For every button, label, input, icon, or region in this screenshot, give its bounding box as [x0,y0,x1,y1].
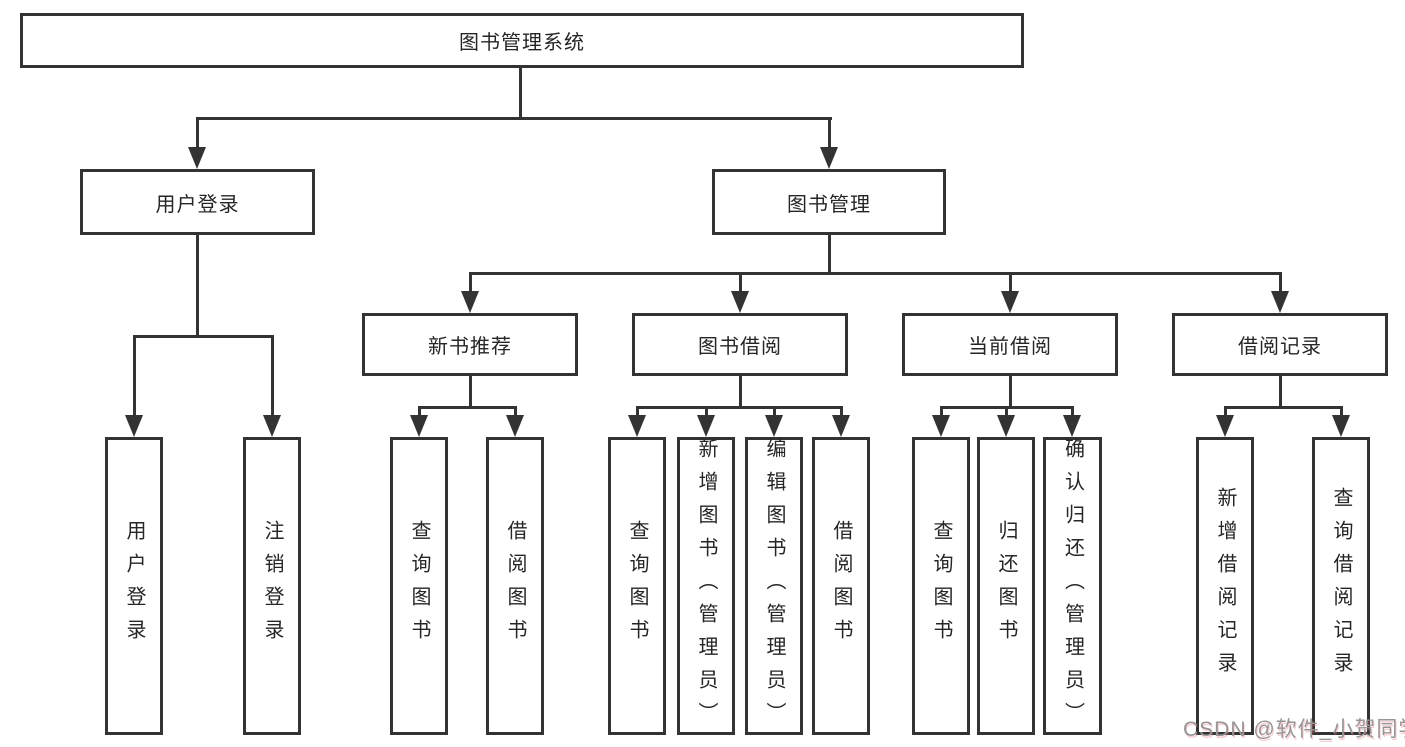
connector-line [418,406,517,409]
connector-line [828,117,831,151]
connector-line [1005,406,1008,419]
arrowhead-down [932,415,950,437]
node-root-library-system: 图书管理系统 [20,13,1024,68]
arrowhead-down [1001,291,1019,313]
node-label: 确认归还（管理员） [1061,437,1084,735]
node-label: 查询图书 [626,520,648,652]
leaf-query-books-recommend: 查询图书 [390,437,448,735]
connector-line [705,406,708,419]
arrowhead-down [832,415,850,437]
leaf-query-borrow-record: 查询借阅记录 [1312,437,1370,735]
node-label: 用户登录 [123,520,145,652]
node-user-login: 用户登录 [80,169,315,235]
connector-line [1279,374,1282,409]
connector-line [514,406,517,419]
connector-line [1071,406,1074,419]
connector-line [418,406,421,419]
connector-line [1009,374,1012,409]
connector-line [469,374,472,409]
arrowhead-down [765,415,783,437]
node-label: 借阅图书 [504,520,526,652]
node-label: 查询借阅记录 [1330,487,1352,685]
arrowhead-down [1216,415,1234,437]
leaf-confirm-return-admin: 确认归还（管理员） [1043,437,1102,735]
node-label: 归还图书 [995,520,1017,652]
connector-line [1279,272,1282,294]
arrowhead-down [188,147,206,169]
connector-line [1224,406,1343,409]
node-label: 查询图书 [930,520,952,652]
arrowhead-down [263,415,281,437]
leaf-user-login: 用户登录 [105,437,163,735]
node-label: 借阅记录 [1238,336,1322,358]
node-new-book-recommend: 新书推荐 [362,313,578,376]
connector-line [739,374,742,409]
connector-line [840,406,843,419]
leaf-query-books-current: 查询图书 [912,437,970,735]
leaf-logout: 注销登录 [243,437,301,735]
csdn-watermark: CSDN @软件_小贺同学 [1183,718,1405,741]
connector-line [469,272,472,294]
node-current-borrowing: 当前借阅 [902,313,1118,376]
connector-line [1224,406,1227,419]
node-borrowing-records: 借阅记录 [1172,313,1388,376]
connector-line [940,406,943,419]
connector-line [196,233,199,338]
node-label: 新增借阅记录 [1214,487,1236,685]
arrowhead-down [697,415,715,437]
arrowhead-down [1332,415,1350,437]
node-label: 借阅图书 [830,520,852,652]
node-label: 用户登录 [155,193,240,216]
node-book-borrowing: 图书借阅 [632,313,848,376]
node-label: 当前借阅 [968,336,1052,358]
node-label: 编辑图书（管理员） [763,437,785,735]
arrowhead-down [1271,291,1289,313]
node-label: 图书管理 [787,193,871,216]
arrowhead-down [410,415,428,437]
connector-line [828,233,831,275]
node-book-management: 图书管理 [712,169,946,235]
node-label: 注销登录 [261,520,283,652]
arrowhead-down [997,415,1015,437]
connector-line [196,117,832,120]
node-label: 图书管理系统 [459,32,585,54]
connector-line [1009,272,1012,294]
leaf-borrow-books: 借阅图书 [812,437,870,735]
arrowhead-down [628,415,646,437]
node-label: 图书借阅 [698,336,782,358]
connector-line [739,272,742,294]
leaf-borrow-books-recommend: 借阅图书 [486,437,544,735]
connector-line [133,335,274,338]
arrowhead-down [125,415,143,437]
leaf-add-borrow-record: 新增借阅记录 [1196,437,1254,735]
connector-line [133,335,136,419]
arrowhead-down [731,291,749,313]
node-label: 新书推荐 [428,336,512,358]
leaf-query-books-borrow: 查询图书 [608,437,666,735]
connector-line [196,117,199,151]
arrowhead-down [506,415,524,437]
connector-line [271,335,274,419]
connector-line [773,406,776,419]
leaf-return-books: 归还图书 [977,437,1035,735]
arrowhead-down [1063,415,1081,437]
node-label: 查询图书 [408,520,430,652]
arrowhead-down [461,291,479,313]
connector-line [636,406,843,409]
arrowhead-down [820,147,838,169]
leaf-add-books-admin: 新增图书（管理员） [677,437,735,735]
connector-line [1340,406,1343,419]
connector-line [636,406,639,419]
connector-line [519,66,522,119]
leaf-edit-books-admin: 编辑图书（管理员） [745,437,803,735]
node-label: 新增图书（管理员） [695,437,717,735]
connector-line [469,272,1282,275]
